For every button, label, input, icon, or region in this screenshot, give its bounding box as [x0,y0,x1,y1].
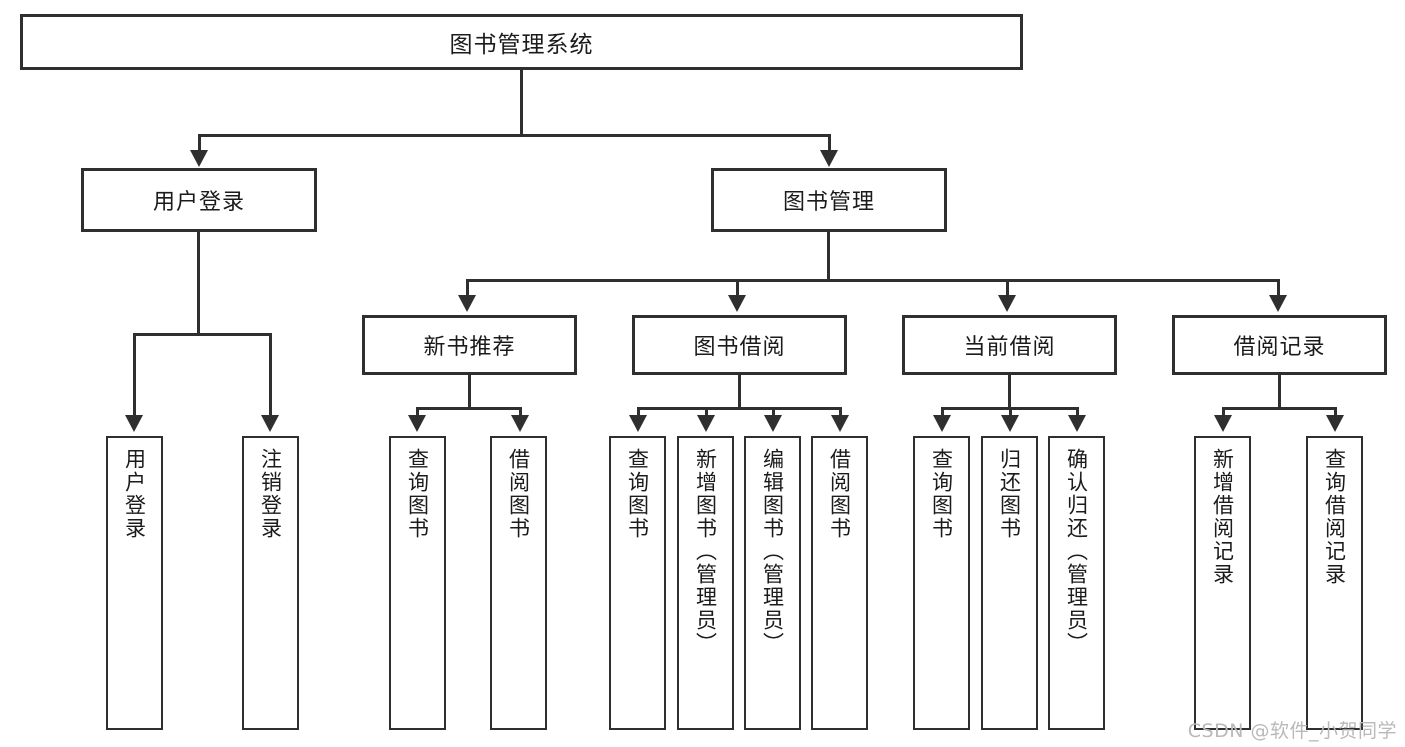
connector-cb-drop-2 [1009,407,1012,417]
node-new-book-recommend[interactable]: 新书推荐 [362,315,577,375]
connector-br-stem [1278,375,1281,410]
leaf-br-add-record[interactable]: 新增借阅记录 [1194,436,1251,730]
arrow-cb-leaf-1 [933,415,951,432]
connector-cb-drop-3 [1076,407,1079,417]
node-label: 用户登录 [122,448,147,540]
arrow-to-current-borrow [998,295,1016,312]
connector-root-bus [198,134,831,137]
arrow-cb-leaf-3 [1068,415,1086,432]
leaf-br-query-record[interactable]: 查询借阅记录 [1306,436,1363,730]
node-book-manage[interactable]: 图书管理 [711,168,947,232]
leaf-bb-edit-book-admin[interactable]: 编辑图书（管理员） [744,436,801,730]
connector-bb-drop-4 [839,407,842,417]
connector-user-login-drop-2 [269,333,272,417]
node-label: 用户登录 [152,190,245,215]
node-label: 新增图书（管理员） [693,448,718,655]
node-label: 查询借阅记录 [1322,448,1347,586]
leaf-cb-return-book[interactable]: 归还图书 [981,436,1038,730]
connector-bb-bus [637,407,842,410]
connector-br-drop-2 [1334,407,1337,417]
node-current-borrow[interactable]: 当前借阅 [902,315,1117,375]
arrow-bb-leaf-4 [831,415,849,432]
connector-bm-drop-4 [1277,279,1280,297]
leaf-user-login[interactable]: 用户登录 [106,436,163,730]
node-label: 查询图书 [625,448,650,540]
connector-cb-drop-1 [941,407,944,417]
connector-user-login-drop-1 [133,333,136,417]
node-label: 图书管理 [782,190,875,215]
arrow-nbr-leaf-2 [511,415,529,432]
arrow-br-leaf-2 [1326,415,1344,432]
arrow-cb-leaf-2 [1001,415,1019,432]
csdn-watermark: CSDN @软件_小贺同学 [1187,720,1397,742]
node-label: 新书推荐 [423,335,516,360]
arrow-root-to-book-manage [820,150,838,167]
leaf-bb-query-book[interactable]: 查询图书 [609,436,666,730]
connector-bm-drop-1 [466,279,469,297]
leaf-bb-borrow-book[interactable]: 借阅图书 [811,436,868,730]
connector-bm-drop-2 [736,279,739,297]
arrow-to-logout-leaf [261,415,279,432]
node-book-borrow[interactable]: 图书借阅 [632,315,847,375]
arrow-br-leaf-1 [1214,415,1232,432]
leaf-bb-add-book-admin[interactable]: 新增图书（管理员） [677,436,734,730]
connector-nbr-stem [468,375,471,410]
connector-bb-drop-3 [772,407,775,417]
arrow-to-user-login-leaf [125,415,143,432]
connector-root-stem [520,70,523,136]
connector-bm-drop-3 [1006,279,1009,297]
arrow-bb-leaf-2 [697,415,715,432]
node-label: 借阅记录 [1233,335,1326,360]
arrow-bb-leaf-1 [629,415,647,432]
node-label: 查询图书 [405,448,430,540]
connector-nbr-bus [416,407,522,410]
connector-book-manage-bus [466,279,1280,282]
connector-br-bus [1222,407,1337,410]
connector-br-drop-1 [1222,407,1225,417]
arrow-nbr-leaf-1 [408,415,426,432]
connector-root-drop-2 [828,134,831,152]
node-label: 借阅图书 [506,448,531,540]
node-user-login[interactable]: 用户登录 [81,168,317,232]
arrow-to-borrow-record [1269,295,1287,312]
connector-bb-stem [738,375,741,410]
leaf-logout[interactable]: 注销登录 [242,436,299,730]
connector-nbr-drop-1 [416,407,419,417]
connector-bb-drop-1 [637,407,640,417]
connector-root-drop-1 [198,134,201,152]
leaf-nbr-borrow-book[interactable]: 借阅图书 [490,436,547,730]
node-label: 新增借阅记录 [1210,448,1235,586]
node-label: 归还图书 [997,448,1022,540]
node-label: 借阅图书 [827,448,852,540]
node-label: 查询图书 [929,448,954,540]
connector-bb-drop-2 [705,407,708,417]
node-borrow-record[interactable]: 借阅记录 [1172,315,1387,375]
node-label: 图书借阅 [693,335,786,360]
connector-cb-stem [1008,375,1011,410]
arrow-to-new-book-recommend [458,295,476,312]
arrow-root-to-user-login [190,150,208,167]
arrow-to-book-borrow [728,295,746,312]
leaf-cb-query-book[interactable]: 查询图书 [913,436,970,730]
arrow-bb-leaf-3 [764,415,782,432]
node-label: 确认归还（管理员） [1064,448,1089,655]
node-label: 当前借阅 [963,335,1056,360]
node-root-system[interactable]: 图书管理系统 [20,14,1023,70]
connector-book-manage-stem [827,232,830,282]
node-label: 注销登录 [258,448,283,540]
connector-nbr-drop-2 [519,407,522,417]
connector-user-login-stem [197,232,200,336]
node-label: 编辑图书（管理员） [760,448,785,655]
node-label: 图书管理系统 [449,32,594,58]
connector-user-login-bus [133,333,272,336]
leaf-cb-confirm-return-admin[interactable]: 确认归还（管理员） [1048,436,1105,730]
leaf-nbr-query-book[interactable]: 查询图书 [389,436,446,730]
